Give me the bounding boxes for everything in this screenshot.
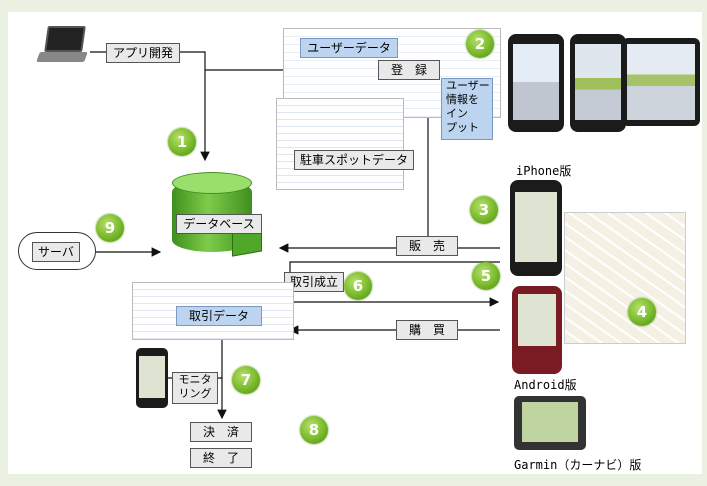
step-badge-1: 1	[168, 128, 196, 156]
server-label: サーバ	[32, 242, 80, 262]
end-label: 終 了	[190, 448, 252, 468]
step-badge-2: 2	[466, 30, 494, 58]
garmin-caption: Garmin（カーナビ）版	[514, 458, 642, 472]
parking-data-label: 駐車スポットデータ	[294, 150, 414, 170]
register-button[interactable]: 登 録	[378, 60, 440, 80]
phone-input-1	[508, 34, 564, 132]
map-image	[564, 212, 686, 344]
app-dev-label: アプリ開発	[106, 43, 180, 63]
step-badge-7: 7	[232, 366, 260, 394]
sales-label: 販 売	[396, 236, 458, 256]
garmin-device	[514, 396, 586, 450]
settlement-label: 決 済	[190, 422, 252, 442]
step-badge-6: 6	[344, 272, 372, 300]
android-device	[512, 286, 562, 374]
step-badge-3: 3	[470, 196, 498, 224]
laptop-icon	[36, 26, 88, 66]
step-badge-4: 4	[628, 298, 656, 326]
step-badge-9: 9	[96, 214, 124, 242]
step-badge-8: 8	[300, 416, 328, 444]
android-caption: Android版	[514, 378, 577, 392]
phone-input-2	[570, 34, 626, 132]
tablet-input	[622, 38, 700, 126]
iphone-device	[510, 180, 562, 276]
monitoring-label: モニタ リング	[172, 372, 218, 404]
step-badge-5: 5	[472, 262, 500, 290]
monitoring-phone	[136, 348, 168, 408]
deal-data-label: 取引データ	[176, 306, 262, 326]
database-label: データベース	[176, 214, 262, 234]
user-data-label: ユーザーデータ	[300, 38, 398, 58]
purchase-label: 購 買	[396, 320, 458, 340]
parking-data-sheet	[276, 98, 404, 190]
user-input-label: ユーザー 情報を イン プット	[441, 78, 493, 140]
iphone-caption: iPhone版	[516, 164, 572, 178]
